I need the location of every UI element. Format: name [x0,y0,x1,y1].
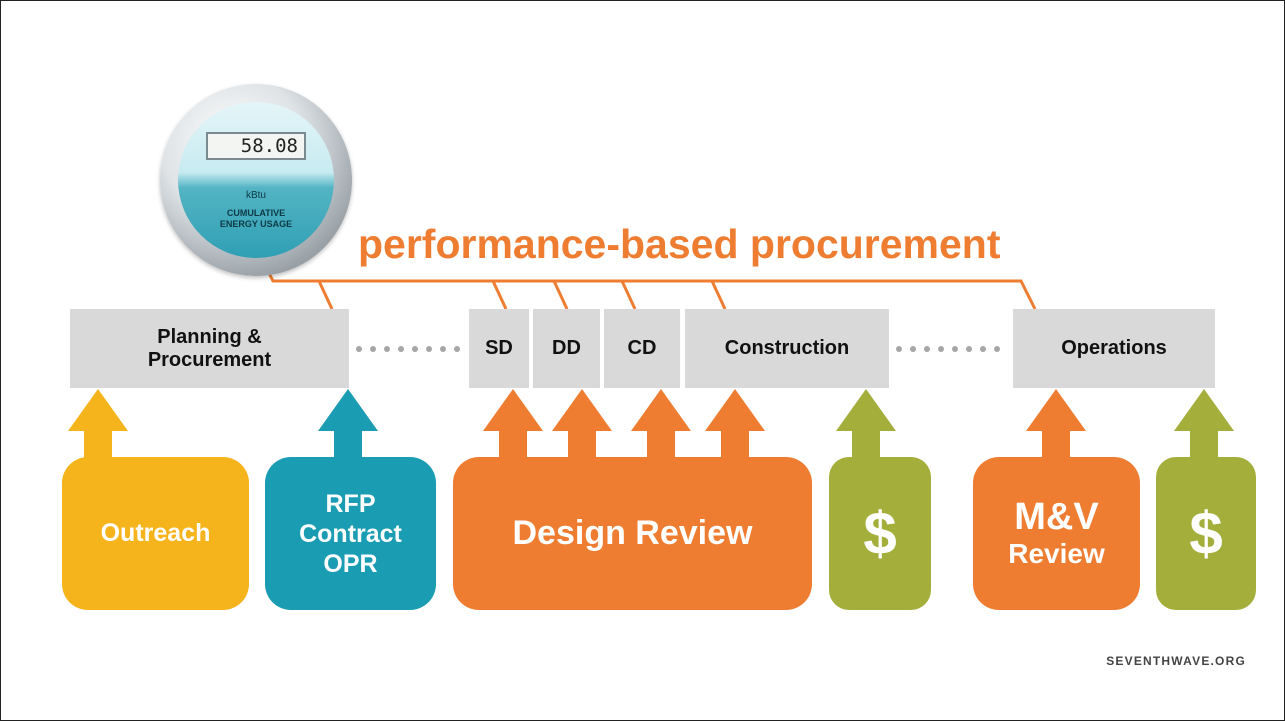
meter-unit: kBtu [245,190,266,201]
connector-tick-sd [491,280,508,310]
block-outreach-label: Outreach [100,519,211,547]
phase-planning-line2: Procurement [147,348,272,371]
block-mv-line1: M&V [1014,496,1099,539]
arrow-money-operations [1174,389,1234,463]
energy-meter: 58.08 kBtu CUMULATIVE ENERGY USAGE [160,84,352,276]
block-mv-review: M&V Review [973,457,1140,610]
arrow-design-sd [483,389,543,463]
meter-face: 58.08 kBtu CUMULATIVE ENERGY USAGE [178,102,334,258]
arrow-design-dd [552,389,612,463]
arrow-rfp [318,389,378,463]
dollar-icon: $ [863,500,897,567]
arrow-outreach [68,389,128,463]
dollar-icon: $ [1189,500,1223,567]
diagram-title: performance-based procurement [358,221,1001,267]
connector-tick-dd [552,280,569,310]
phase-operations: Operations [1013,309,1215,388]
dot-leader-right [896,346,1000,352]
arrow-mv [1026,389,1086,463]
block-rfp-line1: RFP [325,489,376,518]
meter-caption-line2: ENERGY USAGE [219,218,293,229]
block-rfp-line2: Contract [299,519,402,548]
phase-sd: SD [469,309,529,388]
block-money-construction: $ [829,457,931,610]
meter-caption: CUMULATIVE ENERGY USAGE [178,208,334,230]
meter-caption-line1: CUMULATIVE [226,208,286,218]
block-rfp-contract-opr: RFP Contract OPR [265,457,436,610]
dot-leader-left [356,346,460,352]
phase-planning-line1: Planning & [157,325,262,348]
arrow-design-cd [631,389,691,463]
connector-tick-construction [710,280,727,310]
arrow-design-construction [705,389,765,463]
connector-tick-cd [620,280,637,310]
block-mv-line2: Review [1008,538,1105,569]
phase-construction: Construction [685,309,889,388]
phase-cd: CD [604,309,680,388]
arrow-money-construction [836,389,896,463]
footer-website: SEVENTHWAVE.ORG [1106,654,1246,668]
block-rfp-line3: OPR [323,549,378,578]
block-design-review: Design Review [453,457,812,610]
connector-tick-planning [317,280,334,310]
block-design-review-label: Design Review [512,514,753,552]
phase-dd: DD [533,309,600,388]
meter-reading: 58.08 [206,132,306,160]
block-outreach: Outreach [62,457,249,610]
phase-planning-procurement: Planning & Procurement [70,309,349,388]
block-money-operations: $ [1156,457,1256,610]
